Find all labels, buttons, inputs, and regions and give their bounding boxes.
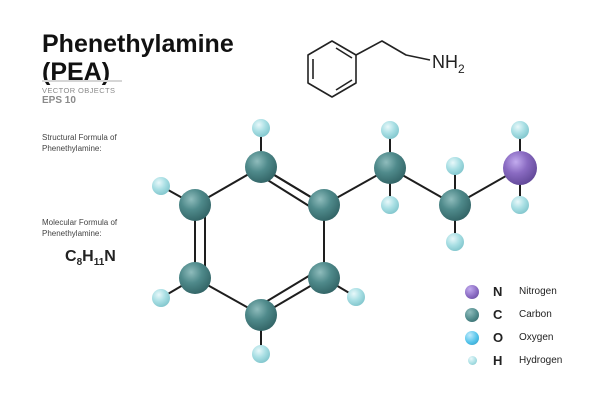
hydrogen-atom bbox=[152, 177, 170, 195]
hydrogen-atom bbox=[381, 121, 399, 139]
hydrogen-atom bbox=[381, 196, 399, 214]
molecular-formula-label: Molecular Formula of Phenethylamine: bbox=[42, 218, 118, 238]
vector-objects-label: VECTOR OBJECTS bbox=[42, 86, 116, 95]
structural-formula-label: Structural Formula of Phenethylamine: bbox=[42, 133, 117, 153]
element-legend: N Nitrogen C Carbon O Oxygen H Hydrogen bbox=[465, 280, 562, 372]
legend-row-oxygen: O Oxygen bbox=[465, 326, 562, 349]
carbon-atom bbox=[179, 189, 211, 221]
oxygen-swatch-icon bbox=[465, 330, 479, 345]
carbon-swatch-icon bbox=[465, 307, 479, 322]
hydrogen-atoms bbox=[152, 119, 529, 363]
carbon-atom bbox=[308, 189, 340, 221]
skeletal-structure bbox=[307, 40, 431, 98]
legend-name: Oxygen bbox=[519, 332, 554, 343]
hydrogen-atom bbox=[446, 157, 464, 175]
formula-carbon: C bbox=[65, 248, 77, 265]
carbon-atom bbox=[245, 299, 277, 331]
legend-symbol: O bbox=[493, 330, 504, 345]
hydrogen-atom bbox=[152, 289, 170, 307]
formula-hydrogen-count: 11 bbox=[93, 257, 105, 269]
legend-name: Carbon bbox=[519, 309, 552, 320]
carbon-atom bbox=[179, 262, 211, 294]
legend-symbol: C bbox=[493, 307, 503, 322]
carbon-atom bbox=[245, 151, 277, 183]
carbon-atoms bbox=[179, 151, 471, 331]
legend-name: Nitrogen bbox=[519, 286, 557, 297]
formula-hydrogen: H bbox=[82, 248, 94, 265]
carbon-atom bbox=[439, 189, 471, 221]
carbon-atom bbox=[308, 262, 340, 294]
skeletal-benzene-ring bbox=[307, 40, 357, 98]
skeletal-side-chain bbox=[355, 40, 431, 61]
hydrogen-atom bbox=[511, 196, 529, 214]
hydrogen-atom bbox=[347, 288, 365, 306]
eps-label: EPS 10 bbox=[42, 95, 76, 106]
carbon-atom bbox=[374, 152, 406, 184]
legend-name: Hydrogen bbox=[519, 355, 563, 366]
hydrogen-atom bbox=[511, 121, 529, 139]
amine-label: NH2 bbox=[432, 52, 465, 76]
hydrogen-swatch-icon bbox=[467, 356, 477, 365]
legend-row-nitrogen: N Nitrogen bbox=[465, 280, 562, 303]
hydrogen-atom bbox=[252, 345, 270, 363]
legend-symbol: N bbox=[493, 284, 503, 299]
legend-row-hydrogen: H Hydrogen bbox=[465, 349, 562, 372]
legend-symbol: H bbox=[493, 353, 503, 368]
nitrogen-atom bbox=[503, 151, 537, 185]
legend-row-carbon: C Carbon bbox=[465, 303, 562, 326]
title-line-1: Phenethylamine bbox=[42, 30, 234, 58]
title-divider bbox=[42, 80, 122, 82]
formula-carbon-count: 8 bbox=[76, 257, 83, 269]
hydrogen-atom bbox=[446, 233, 464, 251]
hydrogen-atom bbox=[252, 119, 270, 137]
molecular-formula: C8H11N bbox=[65, 248, 116, 268]
nitrogen-swatch-icon bbox=[465, 284, 479, 299]
compound-title: Phenethylamine (PEA) bbox=[42, 30, 234, 86]
formula-nitrogen: N bbox=[104, 248, 116, 265]
